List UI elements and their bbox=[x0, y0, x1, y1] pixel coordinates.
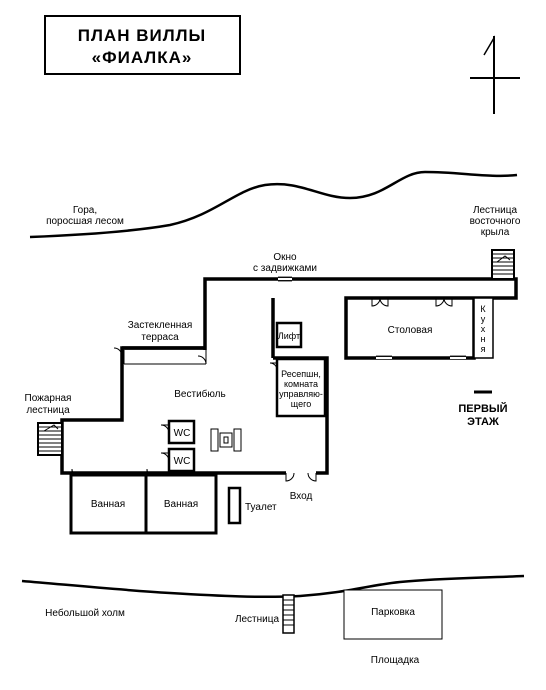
terrace-label-2: терраса bbox=[141, 332, 179, 343]
wc-1-door bbox=[160, 424, 170, 434]
east-stairs-label-3: крыла bbox=[481, 227, 510, 238]
fire-stairs-icon bbox=[37, 422, 63, 456]
window-label-1: Окно bbox=[273, 252, 297, 263]
reception-label-3: управляю- bbox=[279, 389, 323, 399]
building-outer-wall bbox=[60, 277, 518, 475]
east-stairs-label-1: Лестница bbox=[473, 205, 518, 216]
lift bbox=[275, 321, 303, 349]
bottom-stairs-label: Лестница bbox=[235, 614, 280, 625]
title-box bbox=[44, 15, 241, 75]
kitchen-letter-5: я bbox=[481, 344, 486, 354]
bath-1-label: Ванная bbox=[91, 499, 125, 510]
title-line1: ПЛАН ВИЛЛЫ bbox=[78, 26, 206, 45]
square-label: Площадка bbox=[371, 655, 420, 666]
reception-label-4: щего bbox=[291, 399, 311, 409]
dining-doors bbox=[371, 297, 466, 359]
reception-door bbox=[269, 362, 278, 371]
fire-stairs-label-1: Пожарная bbox=[25, 393, 72, 404]
bath-2-label: Ванная bbox=[164, 499, 198, 510]
floor-label-2: ЭТАЖ bbox=[467, 416, 499, 428]
wc-2-door bbox=[160, 452, 170, 462]
kitchen bbox=[473, 297, 494, 359]
small-hill-label: Небольшой холм bbox=[45, 607, 125, 619]
east-stairs-icon bbox=[491, 249, 515, 280]
parking-label: Парковка bbox=[371, 607, 415, 618]
bath-2 bbox=[144, 473, 218, 535]
toilet bbox=[227, 486, 242, 525]
wc-2-label: WC bbox=[174, 456, 191, 467]
bath-1 bbox=[69, 473, 148, 535]
dining-label: Столовая bbox=[388, 325, 433, 336]
fire-stairs-label-2: лестница bbox=[26, 405, 70, 416]
north-arrow-icon bbox=[470, 35, 520, 114]
kitchen-letter-1: К bbox=[480, 304, 486, 314]
floor-label-1: ПЕРВЫЙ bbox=[458, 402, 507, 415]
window-label-2: с задвижками bbox=[253, 263, 317, 274]
lobby-label: Вестибюль bbox=[174, 388, 225, 400]
reception-label-2: комната bbox=[284, 379, 318, 389]
kitchen-letter-2: у bbox=[481, 314, 486, 324]
lift-label: Лифт bbox=[278, 331, 300, 341]
wc-1-label: WC bbox=[174, 428, 191, 439]
title-line2: «ФИАЛКА» bbox=[92, 48, 193, 67]
parking bbox=[343, 589, 443, 640]
kitchen-letter-4: н bbox=[481, 334, 486, 344]
terrace-label-1: Застекленная bbox=[128, 320, 193, 331]
bath-2-door bbox=[146, 468, 155, 477]
bottom-stairs-icon bbox=[282, 594, 295, 634]
reception-label-1: Ресепшн, bbox=[281, 369, 321, 379]
bath-1-door bbox=[71, 468, 80, 477]
toilet-label: Туалет bbox=[245, 502, 277, 513]
kitchen-letter-3: х bbox=[481, 324, 486, 334]
east-stairs-label-2: восточного bbox=[470, 216, 521, 227]
glazed-terrace bbox=[113, 346, 207, 365]
lobby-furniture-icon bbox=[210, 428, 242, 452]
mountain-outline bbox=[29, 170, 518, 239]
entrance-doors bbox=[285, 471, 317, 482]
hill-top-label-2: поросшая лесом bbox=[46, 216, 124, 227]
hill-top-label-1: Гора, bbox=[73, 205, 97, 216]
entrance-label: Вход bbox=[290, 491, 313, 502]
reception bbox=[275, 357, 327, 418]
small-hill-outline bbox=[21, 574, 525, 599]
